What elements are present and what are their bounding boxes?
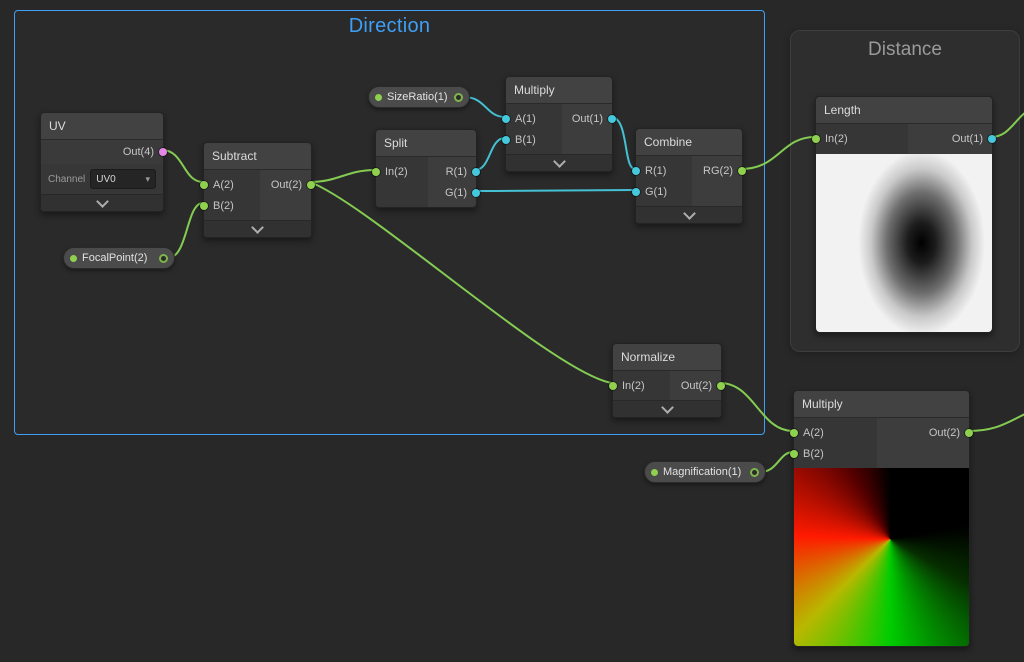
vector2-type-dot-icon — [70, 254, 77, 262]
edge-combine-to-length-in[interactable] — [740, 136, 816, 170]
split-r-label: R(1) — [445, 165, 467, 178]
edge-uv-to-subtract-a[interactable] — [161, 149, 204, 183]
node-normalize-title: Normalize — [613, 344, 721, 371]
multiply-top-a-label: A(1) — [515, 112, 536, 125]
edge-multiply-out-to-combine-r[interactable] — [610, 116, 636, 170]
length-in-port[interactable] — [812, 135, 820, 143]
split-r-port[interactable] — [472, 167, 480, 176]
split-g-port[interactable] — [472, 188, 480, 197]
node-normalize[interactable]: Normalize In(2) Out(2) — [609, 343, 725, 418]
combine-r-label: R(1) — [645, 164, 667, 177]
property-magnification-label: Magnification(1) — [663, 466, 742, 478]
property-size-ratio[interactable]: SizeRatio(1) — [368, 86, 470, 108]
node-length-title: Length — [816, 97, 992, 124]
node-combine[interactable]: Combine R(1) G(1) RG(2) — [632, 128, 746, 224]
length-preview-image — [816, 154, 992, 332]
dropdown-caret-icon: ▾ — [145, 173, 150, 184]
node-subtract[interactable]: Subtract A(2) B(2) Out(2) — [200, 142, 315, 238]
uv-channel-dropdown[interactable]: UV0 ▾ — [90, 169, 156, 189]
multiply-top-b-label: B(1) — [515, 133, 536, 146]
length-out-port[interactable] — [988, 135, 996, 143]
edge-split-r-to-multiply-b[interactable] — [474, 137, 506, 171]
multiply-preview-image — [794, 468, 969, 646]
combine-out-port[interactable] — [738, 166, 746, 175]
split-g-label: G(1) — [445, 186, 467, 199]
node-multiply-top-title: Multiply — [506, 77, 612, 104]
group-distance-title: Distance — [868, 39, 942, 60]
node-multiply-top[interactable]: Multiply A(1) B(1) Out(1) — [502, 76, 616, 172]
multiply-top-b-port[interactable] — [502, 135, 510, 144]
subtract-b-port[interactable] — [200, 201, 208, 210]
node-uv-title: UV — [41, 113, 163, 140]
uv-collapse-chevron[interactable] — [41, 194, 163, 211]
property-size-ratio-out-port[interactable] — [454, 92, 463, 102]
property-focal-point-label: FocalPoint(2) — [82, 252, 148, 264]
group-direction[interactable]: Direction — [14, 10, 765, 435]
node-multiply-bottom-title: Multiply — [794, 391, 969, 418]
property-magnification[interactable]: Magnification(1) — [644, 461, 766, 483]
multiply-bottom-a-port[interactable] — [790, 428, 798, 437]
multiply-top-collapse-chevron[interactable] — [506, 154, 612, 171]
uv-out-label: Out(4) — [122, 146, 154, 158]
multiply-top-out-label: Out(1) — [571, 112, 603, 125]
edge-subtract-to-normalize-in[interactable] — [309, 181, 613, 384]
normalize-out-label: Out(2) — [680, 379, 712, 392]
edge-normalize-to-multiply2-a[interactable] — [719, 382, 794, 432]
property-size-ratio-label: SizeRatio(1) — [387, 91, 448, 103]
split-in-port[interactable] — [372, 167, 380, 176]
chevron-down-icon — [552, 154, 566, 168]
multiply-top-a-port[interactable] — [502, 114, 510, 123]
uv-channel-label: Channel — [48, 173, 86, 185]
edge-sizeratio-to-multiply-a[interactable] — [463, 96, 506, 118]
chevron-down-icon — [251, 220, 264, 234]
normalize-in-port[interactable] — [609, 381, 617, 390]
normalize-out-port[interactable] — [717, 381, 725, 390]
node-split[interactable]: Split In(2) R(1) G(1) — [372, 129, 480, 208]
normalize-in-label: In(2) — [622, 379, 645, 392]
chevron-down-icon — [682, 206, 696, 220]
subtract-collapse-chevron[interactable] — [204, 220, 311, 237]
subtract-b-label: B(2) — [213, 199, 234, 212]
edge-multiply2-out-offscreen[interactable] — [967, 413, 1024, 432]
chevron-down-icon — [95, 194, 109, 208]
multiply-bottom-out-port[interactable] — [965, 428, 973, 437]
edge-subtract-to-split-in[interactable] — [309, 169, 376, 183]
multiply-bottom-b-label: B(2) — [803, 447, 824, 460]
float-type-dot-icon — [651, 468, 658, 476]
combine-out-label: RG(2) — [703, 164, 733, 177]
node-length[interactable]: Length In(2) Out(1) — [812, 96, 996, 333]
combine-g-port[interactable] — [632, 187, 640, 196]
length-out-label: Out(1) — [951, 133, 983, 145]
chevron-down-icon — [660, 400, 674, 414]
float-type-dot-icon — [375, 93, 382, 101]
node-subtract-title: Subtract — [204, 143, 311, 170]
combine-r-port[interactable] — [632, 166, 640, 175]
edge-length-out-offscreen[interactable] — [990, 111, 1024, 138]
edge-split-g-to-combine-g[interactable] — [474, 189, 636, 192]
property-focal-point[interactable]: FocalPoint(2) — [63, 247, 175, 269]
uv-out-port[interactable] — [159, 148, 167, 156]
edge-focalpoint-to-subtract-b[interactable] — [167, 202, 204, 259]
multiply-bottom-out-label: Out(2) — [928, 426, 960, 439]
length-in-label: In(2) — [825, 133, 848, 145]
property-magnification-out-port[interactable] — [750, 467, 759, 477]
subtract-a-port[interactable] — [200, 180, 208, 189]
uv-channel-value: UV0 — [96, 173, 116, 185]
multiply-bottom-b-port[interactable] — [790, 449, 798, 458]
subtract-out-label: Out(2) — [270, 178, 302, 191]
combine-collapse-chevron[interactable] — [636, 206, 742, 223]
group-direction-title: Direction — [348, 15, 431, 37]
subtract-a-label: A(2) — [213, 178, 234, 191]
multiply-bottom-a-label: A(2) — [803, 426, 824, 439]
node-multiply-bottom[interactable]: Multiply A(2) B(2) Out(2) — [790, 390, 973, 647]
node-uv[interactable]: UV Out(4) Channel UV0 ▾ — [40, 112, 167, 212]
property-focal-point-out-port[interactable] — [159, 253, 168, 263]
subtract-out-port[interactable] — [307, 180, 315, 189]
node-combine-title: Combine — [636, 129, 742, 156]
multiply-top-out-port[interactable] — [608, 114, 616, 123]
split-in-label: In(2) — [385, 165, 408, 178]
normalize-collapse-chevron[interactable] — [613, 400, 721, 417]
node-split-title: Split — [376, 130, 476, 157]
combine-g-label: G(1) — [645, 185, 667, 198]
